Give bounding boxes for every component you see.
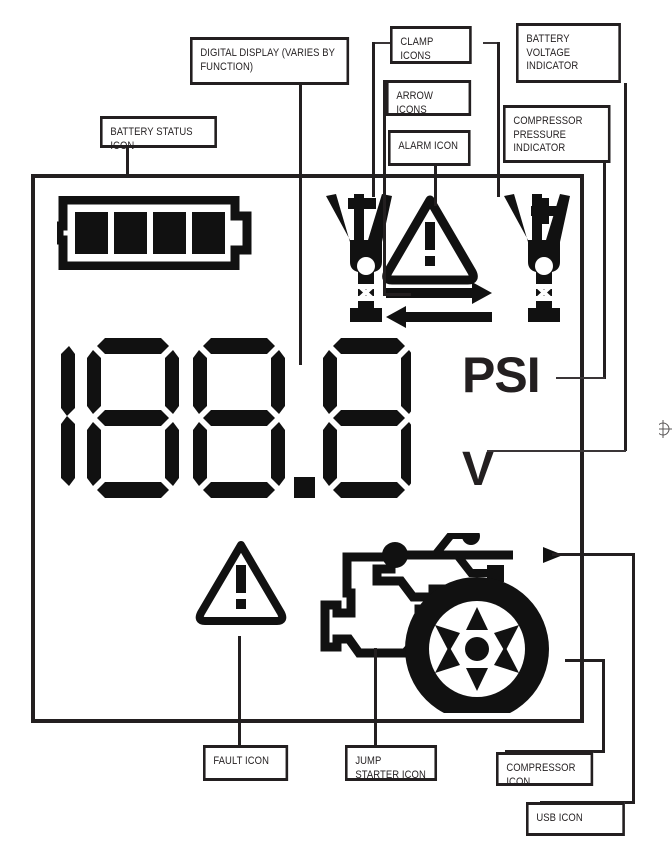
callout-compressor-pressure-indicator: COMPRESSOR PRESSURE INDICATOR [503, 105, 611, 163]
pressure-unit-label: PSI [462, 347, 541, 403]
callout-label: DIGITAL DISPLAY (VARIES BY FUNCTION) [200, 47, 336, 73]
leader-voltage-h [487, 450, 626, 452]
leader-arrow-v [383, 80, 386, 296]
alarm-triangle-icon [382, 195, 478, 285]
callout-label: BATTERY STATUS ICON [110, 126, 193, 152]
leader-alarm [434, 166, 437, 206]
digit-8-a [87, 338, 179, 498]
leader-digital-display [299, 85, 302, 365]
leader-clamp-left-v [372, 42, 375, 197]
leader-pressure-v [603, 163, 606, 379]
leader-compressor-v [602, 659, 605, 752]
digit-8-c [323, 338, 411, 498]
digital-display-value [61, 338, 411, 498]
callout-alarm-icon: ALARM ICON [388, 130, 471, 166]
voltage-unit-label: V [462, 443, 495, 496]
leader-jump-starter [374, 648, 377, 746]
digit-8-b [193, 338, 285, 498]
leader-clamp-right-h [483, 42, 500, 44]
callout-digital-display: DIGITAL DISPLAY (VARIES BY FUNCTION) [190, 37, 350, 85]
digit-1 [61, 346, 75, 486]
leader-voltage-v [624, 83, 627, 451]
callout-battery-status-icon: BATTERY STATUS ICON [100, 116, 217, 152]
leader-pressure-h [556, 377, 605, 379]
arrow-left-icon [386, 306, 492, 328]
callout-jump-starter-icon: JUMP STARTER ICON [345, 745, 438, 781]
callout-clamp-icons: CLAMP ICONS [390, 26, 472, 64]
compressor-tire-icon [405, 577, 549, 713]
leader-compressor-h-bottom [505, 750, 605, 753]
fault-triangle-icon [195, 541, 287, 625]
callout-battery-voltage-indicator: BATTERY VOLTAGE INDICATOR [516, 23, 621, 83]
registration-mark-icon [659, 420, 672, 438]
callout-label: BATTERY VOLTAGE INDICATOR [526, 33, 579, 72]
callout-label: ARROW ICONS [396, 90, 434, 116]
callout-label: JUMP STARTER ICON [355, 755, 426, 781]
callout-label: USB ICON [536, 812, 583, 824]
leader-clamp-right-v [497, 42, 500, 197]
callout-label: COMPRESSOR ICON [506, 762, 576, 788]
callout-arrow-icons: ARROW ICONS [386, 80, 472, 116]
bottom-icon-row [195, 533, 563, 713]
lcd-panel: PSI V [31, 174, 584, 723]
leader-compressor-h-top [565, 659, 605, 662]
callout-compressor-icon: COMPRESSOR ICON [496, 752, 594, 788]
battery-status-icon [57, 196, 252, 270]
callout-label: ALARM ICON [398, 140, 459, 152]
leader-fault [238, 636, 241, 746]
leader-usb-h-top [552, 553, 635, 556]
clamp-negative-icon [326, 194, 392, 322]
clamp-and-alarm-row [326, 194, 570, 328]
leader-battery-status [126, 148, 129, 176]
clamp-positive-icon [504, 194, 570, 322]
leader-arrow-h-bottom [383, 293, 411, 296]
leader-usb-v [632, 553, 635, 803]
callout-fault-icon: FAULT ICON [203, 745, 289, 781]
callout-label: CLAMP ICONS [400, 36, 434, 62]
decimal-point [294, 477, 315, 498]
leader-clamp-left-h [373, 42, 392, 44]
callout-usb-icon: USB ICON [526, 802, 625, 836]
usb-icon [382, 533, 563, 582]
arrow-right-icon [386, 282, 492, 304]
callout-label: FAULT ICON [213, 755, 270, 767]
callout-label: COMPRESSOR PRESSURE INDICATOR [513, 115, 583, 154]
